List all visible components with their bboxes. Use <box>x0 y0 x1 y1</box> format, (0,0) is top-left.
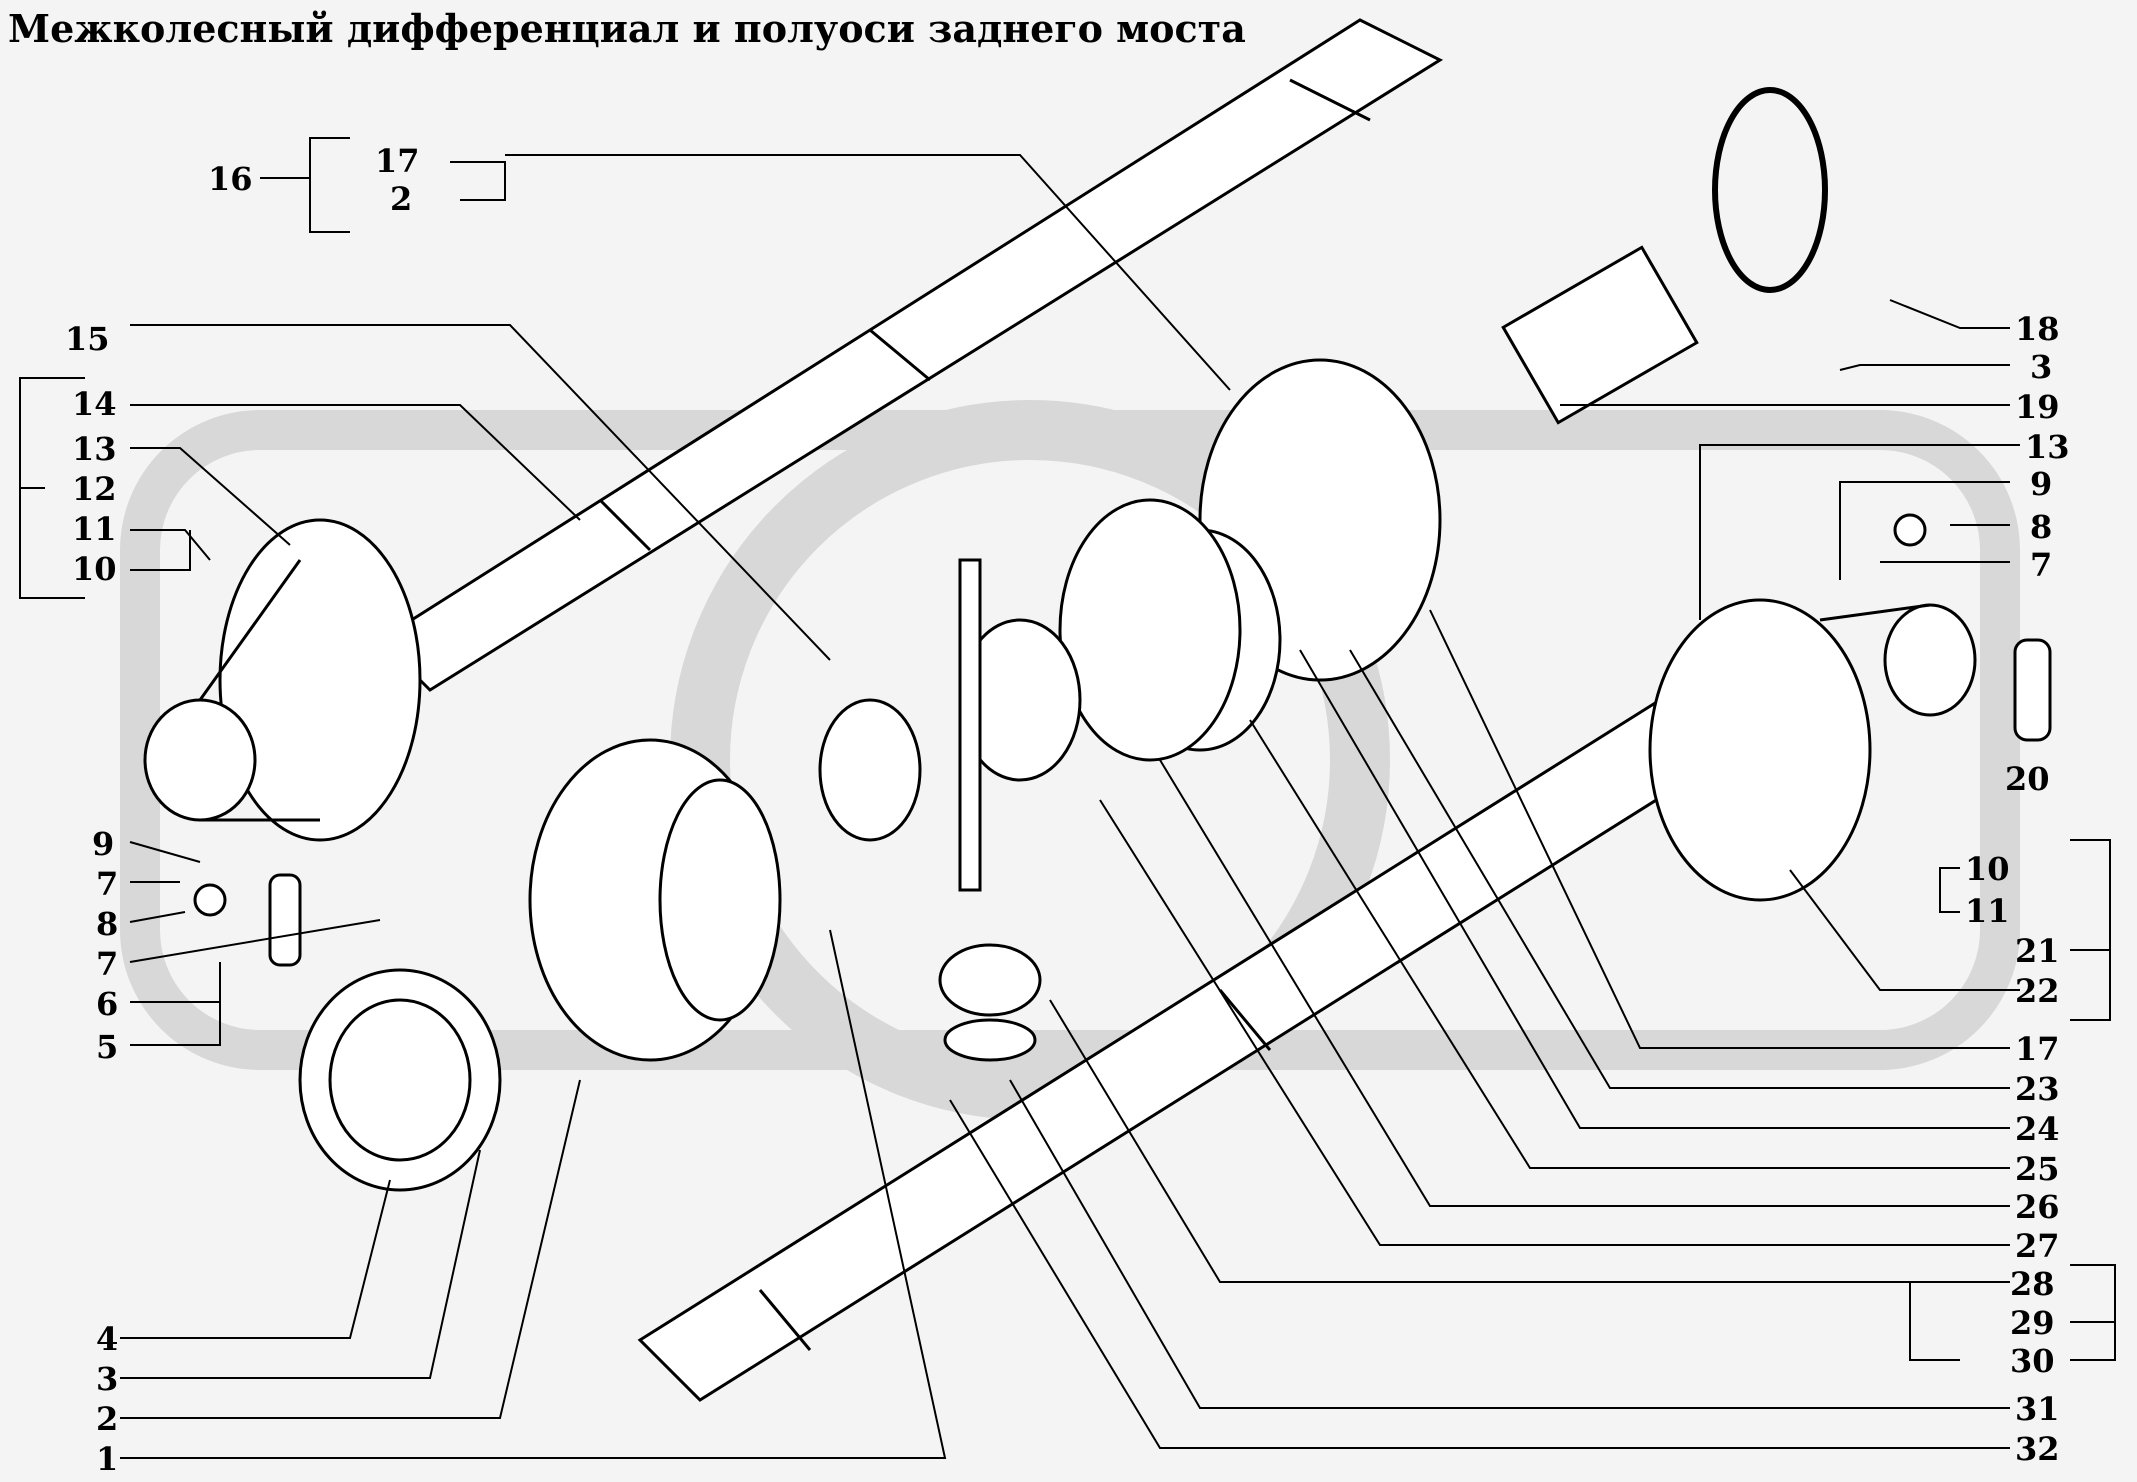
callouts-right: 18 3 19 13 9 8 7 20 10 11 21 22 17 23 24… <box>1965 310 2070 1468</box>
callout-10: 10 <box>72 550 117 588</box>
callout-17: 17 <box>375 142 420 180</box>
callouts-left: 16 17 2 15 14 13 12 11 10 9 7 8 7 6 5 4 … <box>65 142 420 1478</box>
gears <box>818 498 1242 1062</box>
callout-11r: 11 <box>1965 892 2010 930</box>
left-flange <box>143 518 422 842</box>
callout-9: 9 <box>92 825 114 863</box>
callout-14: 14 <box>72 385 117 423</box>
callout-27: 27 <box>2015 1227 2060 1265</box>
leader-lines <box>19 137 2116 1459</box>
callout-7b: 7 <box>96 945 118 983</box>
right-bracket <box>1893 513 2052 742</box>
callout-7: 7 <box>96 865 118 903</box>
callout-26: 26 <box>2015 1188 2060 1226</box>
callout-23: 23 <box>2015 1070 2060 1108</box>
callout-8r: 8 <box>2030 508 2052 546</box>
callout-16: 16 <box>208 160 253 198</box>
callout-18: 18 <box>2015 310 2060 348</box>
upper-axle-shaft <box>377 18 1444 692</box>
callout-2b: 2 <box>96 1400 118 1438</box>
callout-12: 12 <box>72 470 117 508</box>
callout-28: 28 <box>2010 1265 2055 1303</box>
callout-10r: 10 <box>1965 850 2010 888</box>
callout-5: 5 <box>96 1028 118 1066</box>
callout-2: 2 <box>390 180 412 218</box>
callout-30: 30 <box>2010 1342 2055 1380</box>
callout-32: 32 <box>2015 1430 2060 1468</box>
callout-21: 21 <box>2015 932 2060 970</box>
callout-6: 6 <box>96 985 118 1023</box>
callout-8: 8 <box>96 905 118 943</box>
callout-19: 19 <box>2015 388 2060 426</box>
callout-13r: 13 <box>2025 428 2070 466</box>
callout-15: 15 <box>65 320 110 358</box>
left-bracket <box>193 873 302 967</box>
callout-17r: 17 <box>2015 1030 2060 1068</box>
differential-case-left <box>298 738 782 1192</box>
right-flange <box>1648 598 1977 902</box>
callout-3r: 3 <box>2030 348 2052 386</box>
callout-9r: 9 <box>2030 465 2052 503</box>
callout-13: 13 <box>72 430 117 468</box>
callout-31: 31 <box>2015 1390 2060 1428</box>
diagram-title: Межколесный дифференциал и полуоси задне… <box>8 6 1246 51</box>
callout-11: 11 <box>72 510 117 548</box>
callout-29: 29 <box>2010 1304 2055 1342</box>
callout-24: 24 <box>2015 1110 2060 1148</box>
callout-25: 25 <box>2015 1150 2060 1188</box>
callout-22: 22 <box>2015 972 2060 1010</box>
callout-20: 20 <box>2005 760 2050 798</box>
callout-3: 3 <box>96 1360 118 1398</box>
differential-case-right <box>1118 87 1828 752</box>
callout-7r: 7 <box>2030 546 2052 584</box>
callout-1: 1 <box>96 1440 118 1478</box>
callout-4: 4 <box>96 1320 118 1358</box>
